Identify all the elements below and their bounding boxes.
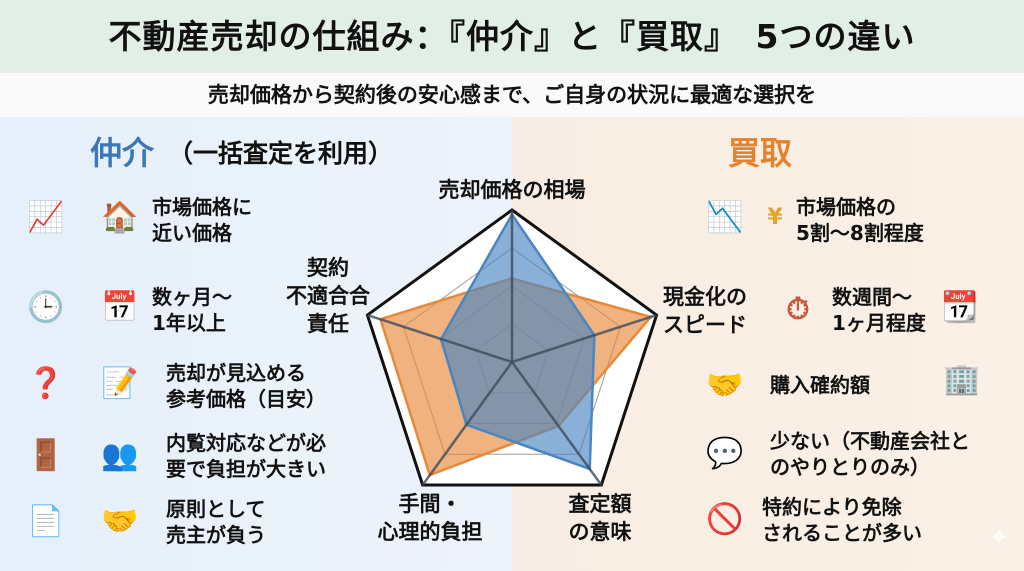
room-viewing-icon: 🚪 — [27, 437, 65, 473]
axis-label-liability: 契約不適合合責任 — [286, 256, 370, 336]
question-document-icon: ❓ — [27, 365, 65, 401]
chukai-speed: 数ヶ月〜1年以上 — [152, 285, 232, 335]
chukai-price: 市場価格に近い価格 — [152, 195, 252, 245]
radar-axis-line — [510, 361, 603, 486]
page-title: 不動産売却の仕組み：『仲介』と『買取』 5つの違い — [0, 0, 1024, 73]
kaitori-heading: 買取 — [728, 134, 793, 172]
axis-label-effort: 手間・心理的負担 — [377, 492, 483, 544]
person-house-icon: 🏠 — [101, 199, 139, 235]
contract-handshake-icon: 🤝 — [101, 503, 139, 539]
radar-axis-line — [511, 313, 657, 364]
contract-shield-icon: 📄 — [27, 503, 65, 539]
people-chat-icon: 💬 — [706, 435, 744, 471]
radar-axis-line — [421, 361, 514, 486]
contract-prohibited-icon: 🚫 — [706, 501, 744, 537]
stopwatch-icon: ⏱ — [786, 291, 810, 327]
calendar-clock-icon: 📅 — [101, 289, 139, 325]
yen-growth-chart-icon: 📈 — [27, 199, 65, 235]
chukai-appraisal: 売却が見込める参考価格（目安） — [166, 361, 326, 411]
building-handshake-icon: 🏢 — [943, 361, 981, 397]
yen-coin-icon: ¥ — [767, 204, 783, 230]
agent-clients-icon: 👥 — [101, 437, 139, 473]
sparkle-icon: ✦ — [988, 523, 1010, 553]
handshake-check-icon: 🤝 — [706, 367, 744, 403]
radar-axis-line — [367, 313, 513, 364]
kaitori-speed: 数週間〜1ヶ月程度 — [832, 285, 926, 335]
chukai-burden: 内覧対応などが必要で負担が大きい — [166, 431, 326, 481]
kaitori-burden: 少ない（不動産会社とのやりとりのみ） — [770, 429, 970, 479]
chukai-heading-note: （一括査定を利用） — [168, 139, 394, 168]
page-subtitle: 売却価格から契約後の安心感まで、ご自身の状況に最適な選択を — [0, 73, 1024, 117]
axis-label-appraisal-meaning: 査定額の意味 — [568, 492, 632, 544]
chukai-heading: 仲介 — [90, 134, 155, 172]
axis-label-market-price: 売却価格の相場 — [438, 178, 586, 202]
chukai-liability: 原則として売主が負う — [166, 497, 266, 547]
axis-label-cash-speed: 現金化のスピード — [663, 285, 747, 337]
clock-calendar-icon: 📆 — [941, 289, 979, 325]
declining-bar-chart-icon: 📉 — [706, 199, 744, 235]
document-pencil-icon: 📝 — [101, 365, 139, 401]
kaitori-appraisal: 購入確約額 — [770, 373, 870, 397]
clock-calendar-icon: 🕒 — [27, 289, 65, 325]
kaitori-liability: 特約により免除されることが多い — [762, 495, 922, 545]
